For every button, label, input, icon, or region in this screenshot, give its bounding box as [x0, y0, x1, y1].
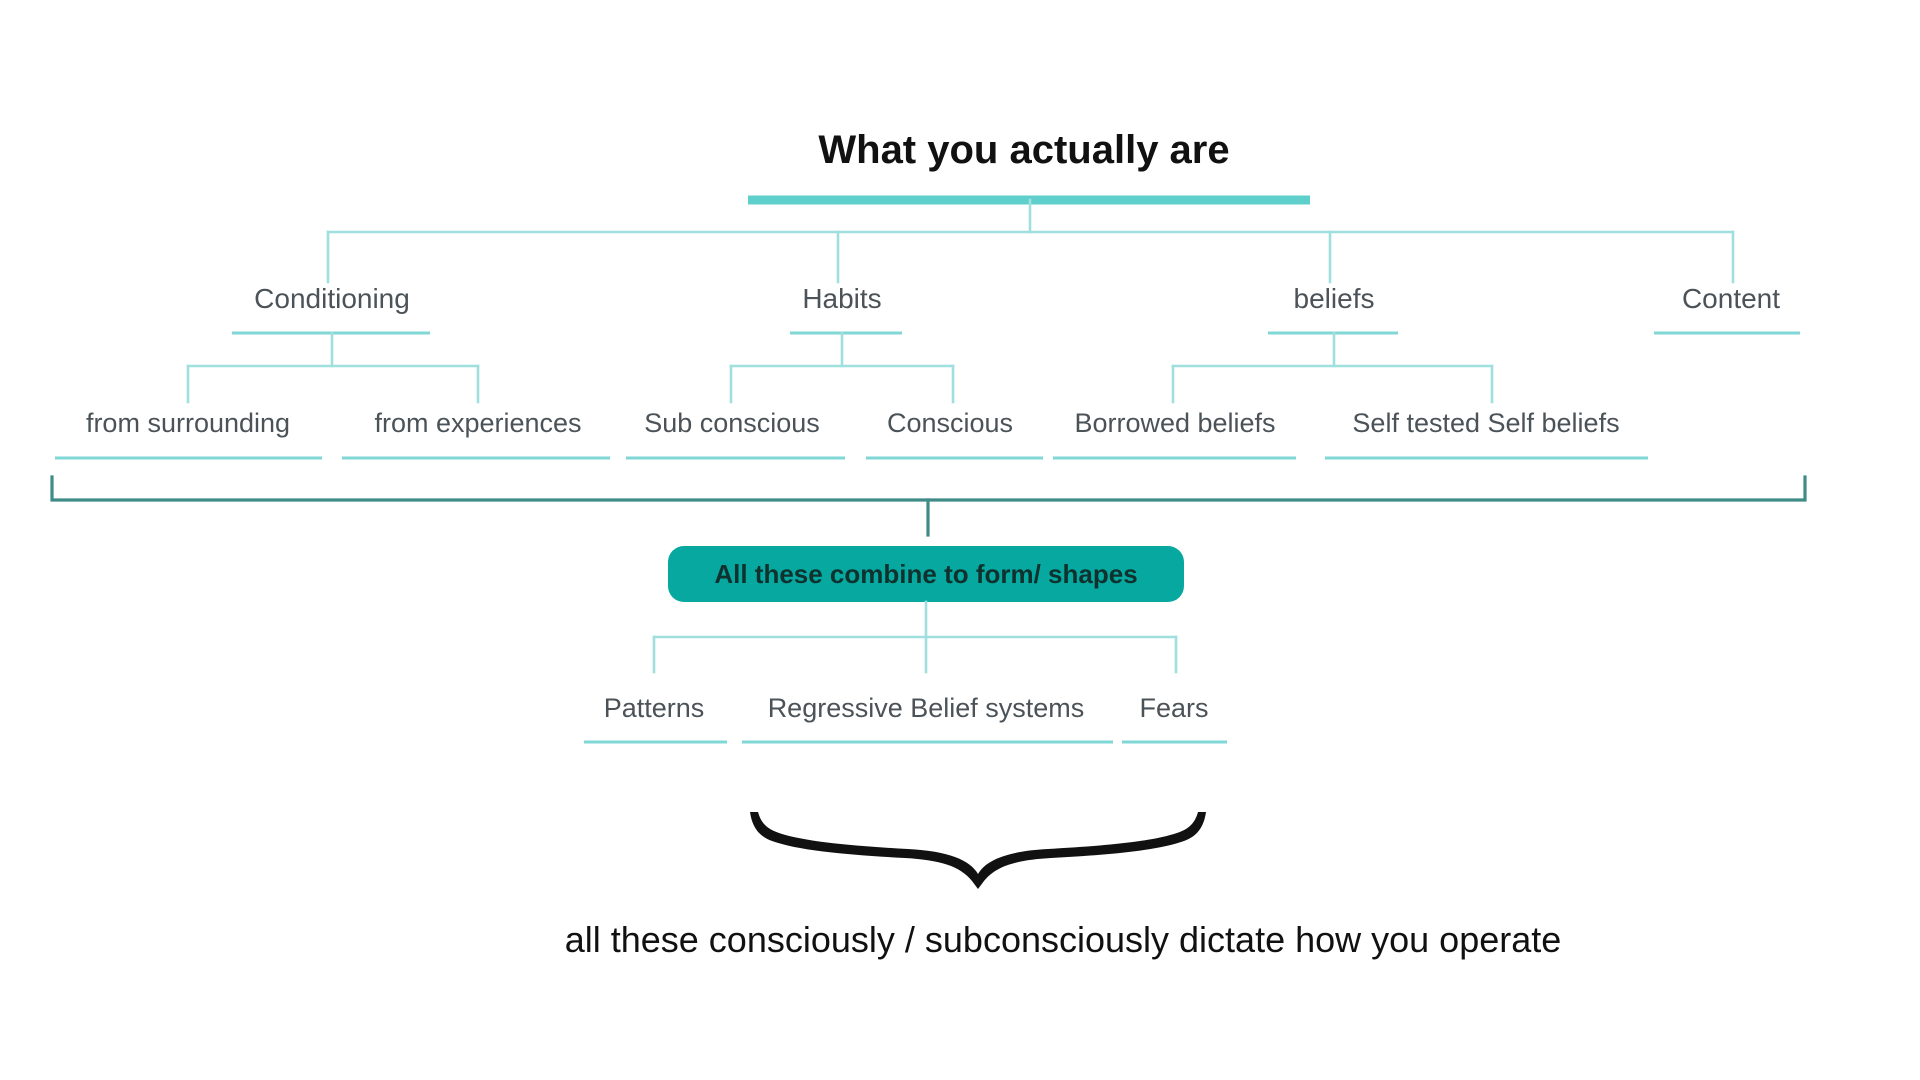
- combine-box[interactable]: [668, 546, 1184, 602]
- node-conditioning-label: Conditioning: [254, 283, 410, 314]
- leaf-borrowed-beliefs-label: Borrowed beliefs: [1074, 408, 1275, 438]
- outcome-patterns-label: Patterns: [604, 693, 705, 723]
- leaf-conscious-label: Conscious: [887, 408, 1013, 438]
- aggregation-bracket: [50, 475, 1807, 502]
- node-beliefs-label: beliefs: [1294, 283, 1375, 314]
- outcome-regressive-belief-systems-label: Regressive Belief systems: [768, 693, 1085, 723]
- leaf-self-tested-beliefs-label: Self tested Self beliefs: [1352, 408, 1619, 438]
- node-content-label: Content: [1682, 283, 1780, 314]
- curly-brace-icon: [750, 812, 1206, 889]
- node-habits-label: Habits: [802, 283, 881, 314]
- leaf-sub-conscious-label: Sub conscious: [644, 408, 820, 438]
- outcome-fears-label: Fears: [1139, 693, 1208, 723]
- combine-box-label: All these combine to form/ shapes: [714, 559, 1137, 589]
- page-title: What you actually are: [818, 128, 1229, 172]
- leaf-from-experiences-label: from experiences: [374, 408, 581, 438]
- leaf-from-surrounding-label: from surrounding: [86, 408, 290, 438]
- caption-text: all these consciously / subconsciously d…: [565, 919, 1562, 960]
